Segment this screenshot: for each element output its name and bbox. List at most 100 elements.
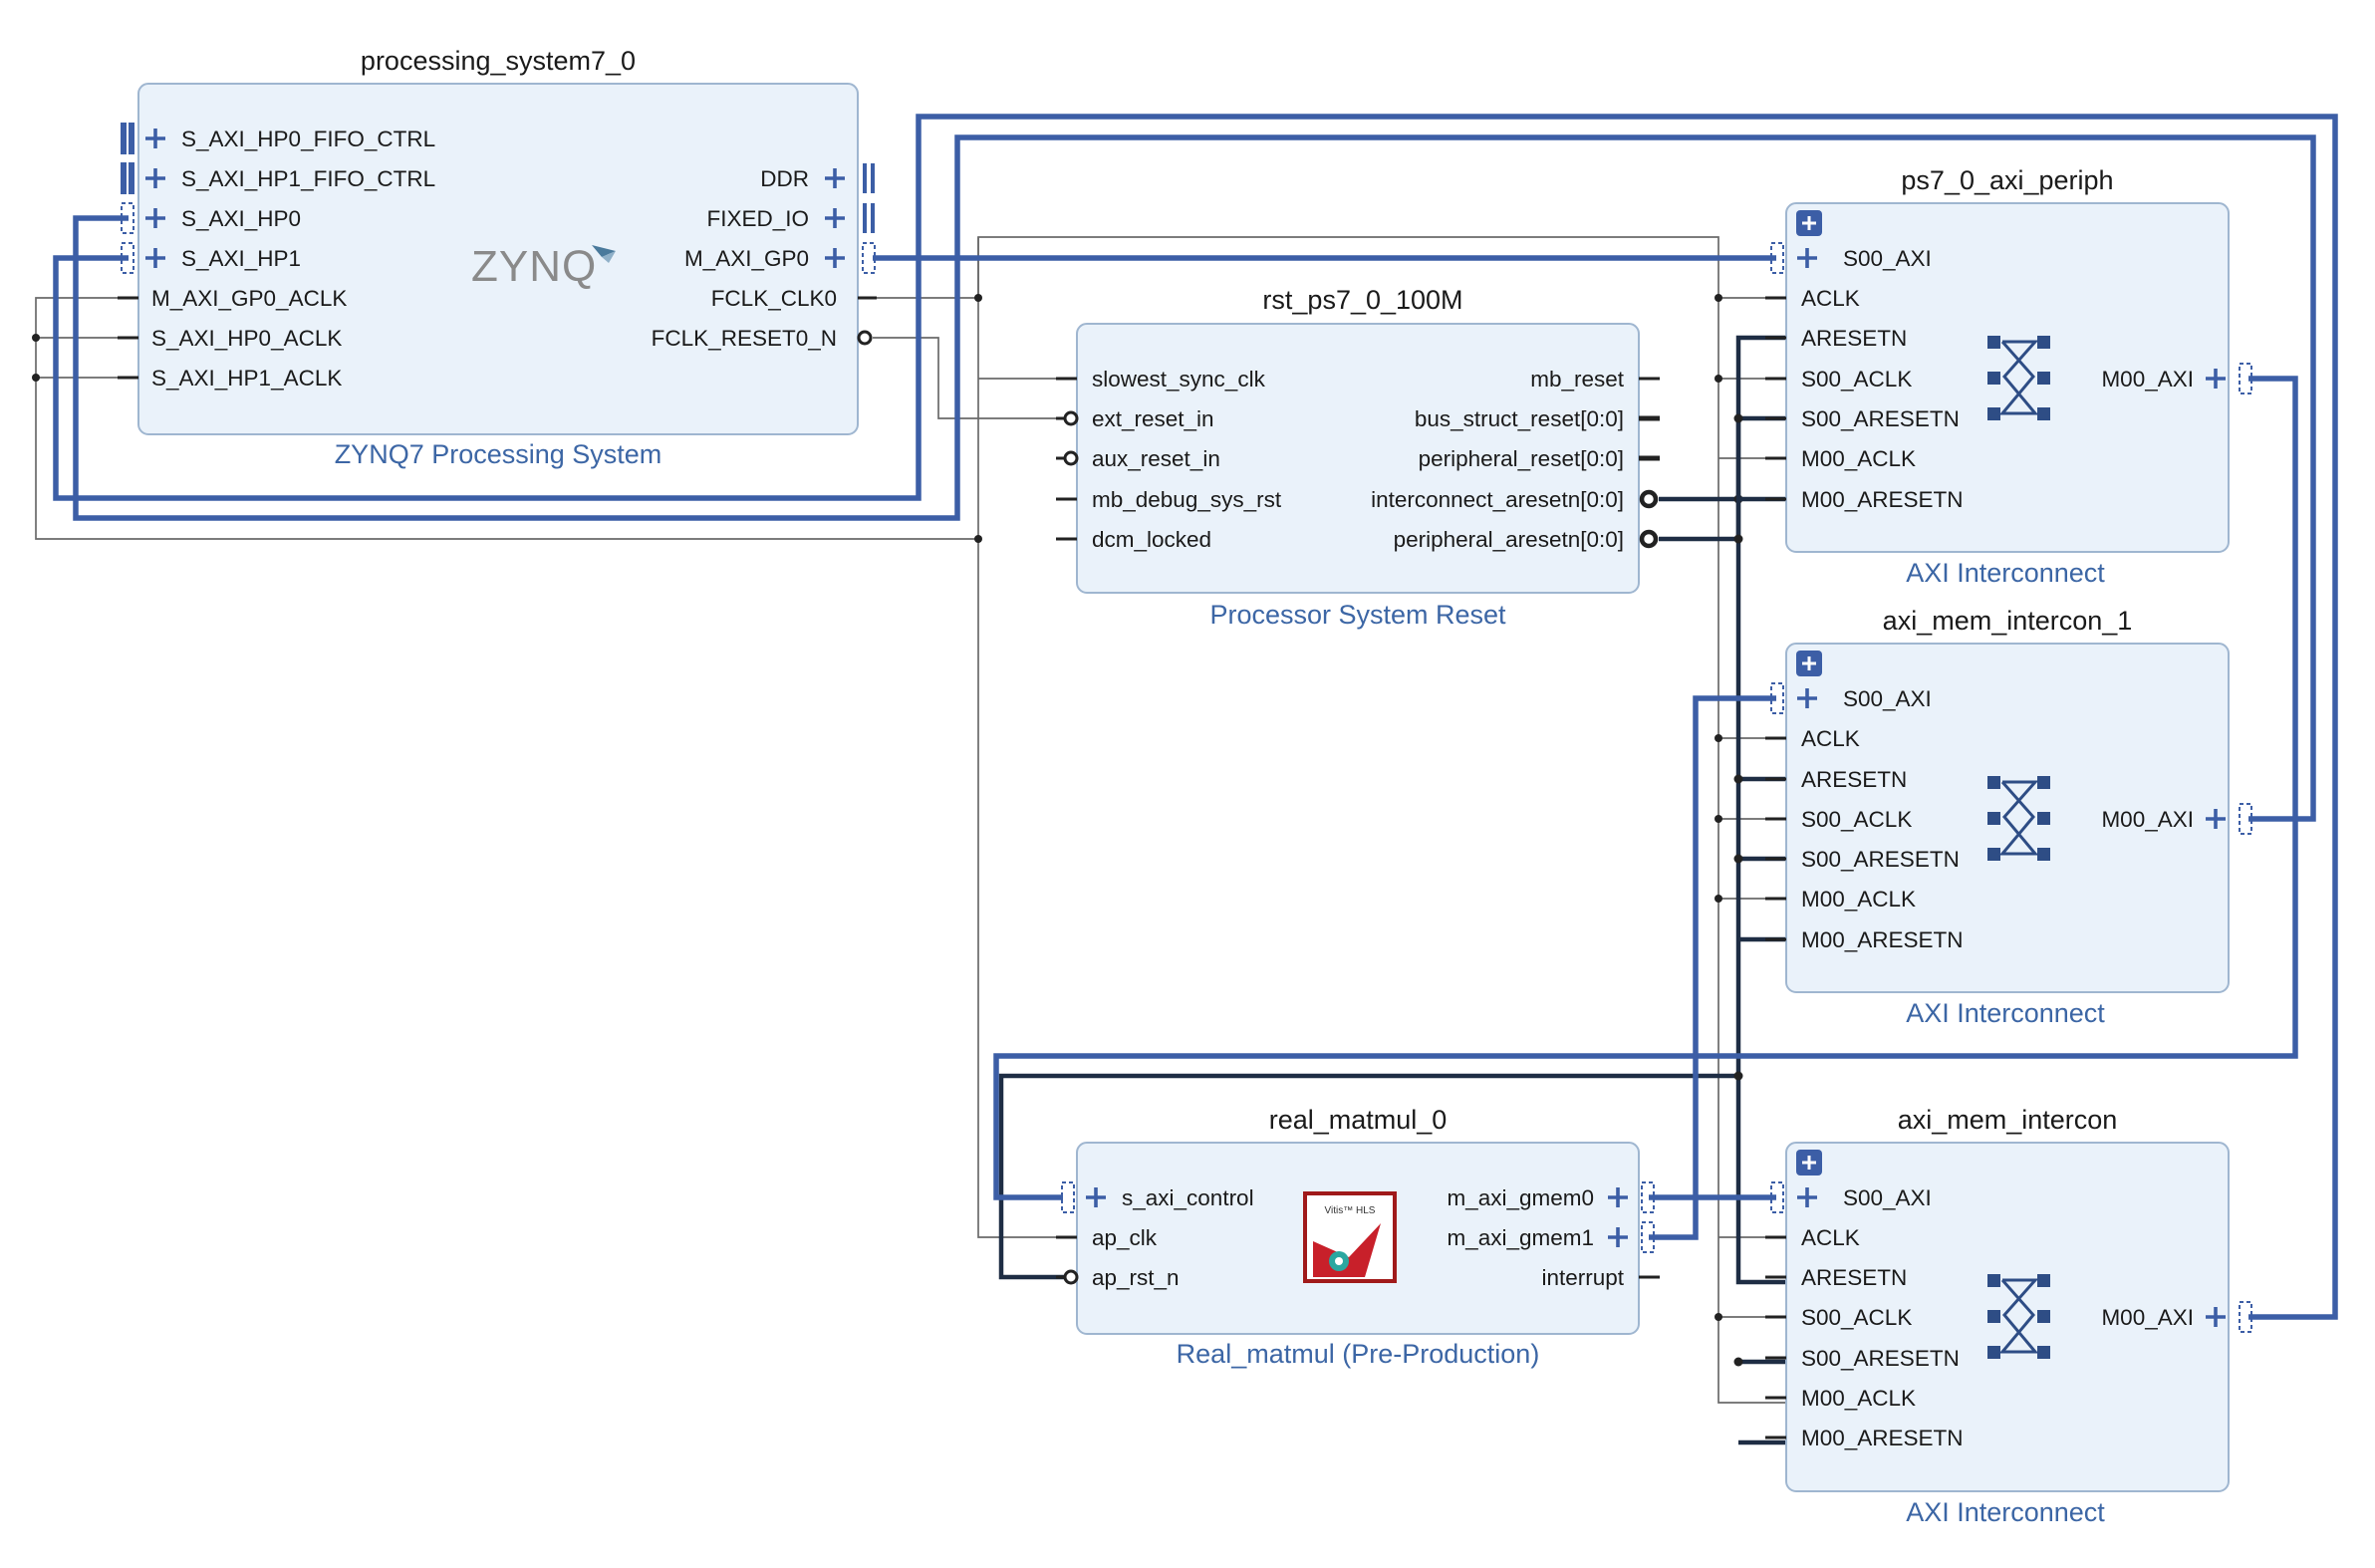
port-s-axi-hp0-aclk[interactable]: S_AXI_HP0_ACLK: [118, 326, 342, 351]
port-m00-aresetn[interactable]: M00_ARESETN: [1765, 927, 1964, 952]
port-peripheral-aresetn[interactable]: peripheral_aresetn[0:0]: [1394, 527, 1659, 552]
port-m00-aresetn[interactable]: M00_ARESETN: [1765, 1426, 1964, 1450]
block-instance-name: axi_mem_intercon: [1898, 1105, 2118, 1135]
svg-text:M00_AXI: M00_AXI: [2101, 807, 2194, 832]
block-real-matmul[interactable]: real_matmul_0 Real_matmul (Pre-Productio…: [1056, 1105, 1660, 1369]
port-slowest-sync-clk[interactable]: slowest_sync_clk: [1056, 367, 1266, 392]
port-s00-aclk[interactable]: S00_ACLK: [1765, 807, 1912, 832]
port-s-axi-hp1-aclk[interactable]: S_AXI_HP1_ACLK: [118, 366, 342, 391]
port-interrupt[interactable]: interrupt: [1541, 1265, 1660, 1290]
interconnect-icon: [1987, 1274, 2050, 1359]
port-s00-axi[interactable]: S00_AXI: [1770, 242, 1932, 274]
port-m-axi-gmem1[interactable]: m_axi_gmem1: [1447, 1221, 1655, 1253]
block-instance-name: ps7_0_axi_periph: [1901, 165, 2113, 195]
nets: [32, 114, 2338, 1445]
port-s00-axi[interactable]: S00_AXI: [1770, 1181, 1932, 1213]
port-aux-reset-in[interactable]: aux_reset_in: [1056, 446, 1220, 471]
port-m00-aclk[interactable]: M00_ACLK: [1765, 1386, 1916, 1411]
port-ap-rst-n[interactable]: ap_rst_n: [1056, 1265, 1180, 1290]
net-m-axi-gmem1[interactable]: [1649, 695, 1776, 1240]
port-aresetn[interactable]: ARESETN: [1765, 1265, 1907, 1290]
svg-text:peripheral_reset[0:0]: peripheral_reset[0:0]: [1419, 446, 1624, 471]
block-instance-name: real_matmul_0: [1269, 1105, 1448, 1135]
port-m00-axi[interactable]: M00_AXI: [2101, 803, 2252, 835]
svg-text:M00_ACLK: M00_ACLK: [1801, 887, 1916, 912]
expand-button[interactable]: [1796, 1150, 1822, 1176]
port-m-axi-gp0[interactable]: M_AXI_GP0: [684, 242, 876, 274]
svg-text:S_AXI_HP1_FIFO_CTRL: S_AXI_HP1_FIFO_CTRL: [181, 166, 435, 191]
port-m00-axi[interactable]: M00_AXI: [2101, 1301, 2252, 1333]
port-s00-aresetn[interactable]: S00_ARESETN: [1765, 1346, 1960, 1371]
block-instance-name: axi_mem_intercon_1: [1883, 606, 2133, 636]
port-dcm-locked[interactable]: dcm_locked: [1056, 527, 1211, 552]
svg-text:ARESETN: ARESETN: [1801, 1265, 1907, 1290]
net-peripheral-aresetn[interactable]: [998, 413, 1786, 1445]
svg-text:interrupt: interrupt: [1541, 1265, 1624, 1290]
port-aresetn[interactable]: ARESETN: [1765, 326, 1907, 351]
net-periph-m00-to-s-axi-control[interactable]: [993, 376, 2298, 1200]
svg-text:S00_ARESETN: S00_ARESETN: [1801, 406, 1960, 431]
port-s00-aresetn[interactable]: S00_ARESETN: [1765, 847, 1960, 872]
svg-text:ARESETN: ARESETN: [1801, 767, 1907, 792]
block-processing-system7[interactable]: processing_system7_0 ZYNQ ZYNQ7 Processi…: [118, 46, 877, 469]
port-s00-aclk[interactable]: S00_ACLK: [1765, 1305, 1912, 1330]
port-interconnect-aresetn[interactable]: interconnect_aresetn[0:0]: [1371, 487, 1659, 512]
port-s-axi-hp0[interactable]: S_AXI_HP0: [121, 202, 301, 234]
port-s-axi-hp1[interactable]: S_AXI_HP1: [121, 242, 301, 274]
expand-button[interactable]: [1796, 210, 1822, 236]
port-fclk-clk0[interactable]: FCLK_CLK0: [711, 286, 877, 311]
net-mem1-m00-to-hp0[interactable]: [73, 134, 2316, 822]
port-m00-aclk[interactable]: M00_ACLK: [1765, 446, 1916, 471]
svg-text:mb_reset: mb_reset: [1530, 367, 1625, 392]
port-m-axi-gp0-aclk[interactable]: M_AXI_GP0_ACLK: [118, 286, 347, 311]
net-fclk-reset0-n[interactable]: [873, 337, 1071, 419]
port-ext-reset-in[interactable]: ext_reset_in: [1056, 406, 1214, 431]
svg-text:peripheral_aresetn[0:0]: peripheral_aresetn[0:0]: [1394, 527, 1624, 552]
block-subtitle: Processor System Reset: [1209, 600, 1506, 630]
svg-text:S00_ARESETN: S00_ARESETN: [1801, 847, 1960, 872]
port-fclk-reset0-n[interactable]: FCLK_RESET0_N: [652, 326, 873, 351]
svg-text:m_axi_gmem1: m_axi_gmem1: [1447, 1225, 1594, 1250]
port-bus-struct-reset[interactable]: bus_struct_reset[0:0]: [1415, 406, 1660, 431]
block-axi-mem-intercon-1[interactable]: axi_mem_intercon_1 AXI Interconnect S00_…: [1765, 606, 2252, 1028]
port-s-axi-hp1-fifo-ctrl[interactable]: S_AXI_HP1_FIFO_CTRL: [121, 162, 435, 194]
port-fixed-io[interactable]: FIXED_IO: [706, 203, 875, 233]
port-m00-aresetn[interactable]: M00_ARESETN: [1765, 487, 1964, 512]
port-s00-axi[interactable]: S00_AXI: [1770, 682, 1932, 714]
block-ps7-0-axi-periph[interactable]: ps7_0_axi_periph AXI Interconnect S00_AX…: [1765, 165, 2252, 588]
port-ddr[interactable]: DDR: [760, 163, 875, 193]
svg-text:M_AXI_GP0: M_AXI_GP0: [684, 246, 809, 271]
vitis-hls-logo: Vitis™ HLS: [1303, 1191, 1397, 1283]
block-rst-ps7[interactable]: rst_ps7_0_100M Processor System Reset sl…: [1056, 285, 1660, 630]
port-s00-aclk[interactable]: S00_ACLK: [1765, 367, 1912, 392]
port-m-axi-gmem0[interactable]: m_axi_gmem0: [1447, 1181, 1655, 1213]
svg-text:S00_AXI: S00_AXI: [1843, 1185, 1932, 1210]
net-interconnect-aresetn[interactable]: [1659, 335, 1786, 1285]
svg-text:S00_AXI: S00_AXI: [1843, 246, 1932, 271]
port-m00-axi[interactable]: M00_AXI: [2101, 363, 2252, 394]
block-subtitle: AXI Interconnect: [1906, 558, 2105, 588]
port-s-axi-control[interactable]: s_axi_control: [1061, 1181, 1254, 1213]
port-m00-aclk[interactable]: M00_ACLK: [1765, 887, 1916, 912]
port-ap-clk[interactable]: ap_clk: [1056, 1225, 1158, 1250]
svg-text:FCLK_RESET0_N: FCLK_RESET0_N: [652, 326, 837, 351]
port-mb-debug-sys-rst[interactable]: mb_debug_sys_rst: [1056, 487, 1282, 512]
svg-text:M00_ACLK: M00_ACLK: [1801, 1386, 1916, 1411]
expand-button[interactable]: [1796, 651, 1822, 676]
port-aclk[interactable]: ACLK: [1765, 286, 1860, 311]
port-aclk[interactable]: ACLK: [1765, 726, 1860, 751]
port-aclk[interactable]: ACLK: [1765, 1225, 1860, 1250]
net-mem-m00-to-hp1[interactable]: [53, 114, 2338, 1320]
port-s00-aresetn[interactable]: S00_ARESETN: [1765, 406, 1960, 431]
port-peripheral-reset[interactable]: peripheral_reset[0:0]: [1419, 446, 1660, 471]
svg-text:m_axi_gmem0: m_axi_gmem0: [1447, 1185, 1594, 1210]
svg-text:M00_ACLK: M00_ACLK: [1801, 446, 1916, 471]
port-s-axi-hp0-fifo-ctrl[interactable]: S_AXI_HP0_FIFO_CTRL: [121, 123, 435, 154]
port-aresetn[interactable]: ARESETN: [1765, 767, 1907, 792]
block-axi-mem-intercon[interactable]: axi_mem_intercon AXI Interconnect S00_AX…: [1765, 1105, 2252, 1527]
svg-text:Vitis™ HLS: Vitis™ HLS: [1325, 1205, 1376, 1216]
port-mb-reset[interactable]: mb_reset: [1530, 367, 1660, 392]
svg-text:interconnect_aresetn[0:0]: interconnect_aresetn[0:0]: [1371, 487, 1624, 512]
svg-text:S00_ACLK: S00_ACLK: [1801, 807, 1912, 832]
